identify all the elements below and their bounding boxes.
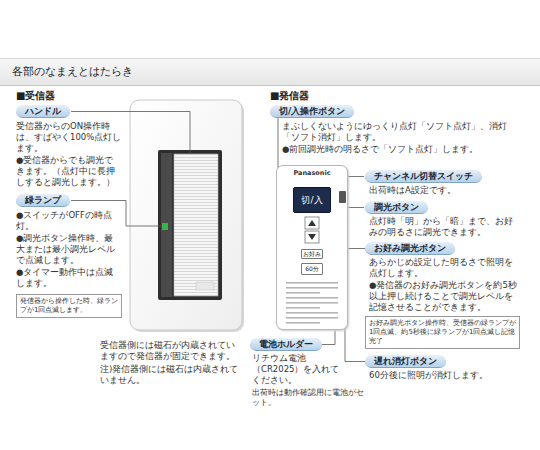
note-box: お好み調光ボタン操作時、受信器の緑ランプが1回点滅、約5秒後に緑ランプが1回点滅…	[365, 316, 520, 349]
handle-mark	[196, 282, 214, 290]
description-text: 60分後に照明が消灯します。	[369, 370, 520, 381]
node-text: チャンネル切替スイッチ	[374, 171, 473, 181]
description-text: リチウム電池（CR2025）を入れてください。	[252, 353, 340, 386]
description-text: ●前回調光時の明るさで「ソフト点灯」します。	[282, 144, 510, 155]
section-heading: ■受信器	[16, 90, 55, 101]
node-text: 切/入操作ボタン	[279, 106, 345, 116]
remote-transmitter: Panasonic 切/入お好み 60分	[276, 165, 348, 330]
receiver-plate	[130, 100, 242, 330]
section-heading: ■発信器	[270, 90, 309, 101]
description-text: 注)発信器側には磁石は内蔵されていません。	[100, 364, 240, 386]
on-off-button: 切/入	[293, 187, 331, 213]
rocker-side	[161, 153, 172, 297]
title: 各部のなまえとはたらき	[12, 65, 133, 79]
leader-connector	[322, 330, 335, 345]
callout-pill: チャンネル切替スイッチ	[365, 170, 482, 183]
node-text: 60分	[302, 264, 322, 274]
callout-pill: 電池ホルダー	[250, 338, 322, 351]
callout-pill: お好み調光ボタン	[365, 242, 455, 255]
description-text: ●スイッチがOFFの時点灯。	[16, 210, 122, 232]
node-text: 遅れ消灯ボタン	[374, 356, 437, 366]
node-text: お好み調光ボタン操作時、受信器の緑ランプが1回点滅、約5秒後に緑ランプが1回点滅…	[369, 319, 516, 345]
description-text: ●調光ボタン操作時、最大または最小調光レベルで点滅します。	[16, 233, 122, 266]
description-text: ●受信器からでも調光できます。（点灯中に長押しすると調光します。）	[16, 155, 122, 188]
node-text: 電池ホルダー	[259, 339, 313, 349]
callout-pill: 遅れ消灯ボタン	[365, 355, 446, 368]
brand-name: Panasonic	[277, 169, 347, 177]
callout-pill: 調光ボタン	[365, 201, 428, 214]
description-text: ●発信器のお好み調光ボタンを約5秒以上押し続けることで調光レベルを記憶させること…	[369, 280, 520, 313]
node-text: ハンドル	[25, 106, 61, 116]
note-box: 発信器から操作した時、緑ランプが1回点滅します。	[16, 294, 122, 318]
description-text: ●タイマー動作中は点滅します。	[16, 267, 122, 289]
description-text: まぶしくないようにゆっくり点灯「ソフト点灯」、消灯「ソフト消灯」します。	[282, 121, 510, 143]
description-text: あらかじめ設定した明るさで照明を点灯します。	[369, 257, 520, 279]
remote-button: お好み	[301, 249, 323, 259]
switch-frame	[158, 150, 222, 300]
description-text: 出荷時は動作確認用に電池がセット。	[252, 388, 364, 408]
node-text: お好み	[302, 250, 322, 258]
description-text: 受信器側には磁石が内蔵されていますので発信器が固定できます。	[100, 340, 240, 362]
description-text: 点灯時「明」から「暗」まで、お好みの明るさに調光できます。	[369, 216, 520, 238]
remote-button: 60分	[301, 263, 323, 275]
green-lamp	[162, 223, 168, 230]
node-text: 切/入	[294, 188, 330, 212]
handle	[174, 154, 218, 296]
header-band: 各部のなまえとはたらき	[0, 58, 540, 86]
callout-pill: ハンドル	[16, 105, 70, 118]
node-text: お好み調光ボタン	[374, 243, 446, 253]
description-text: 出荷時はA設定です。	[369, 185, 520, 196]
description-text: 受信器からのON操作時は、すばやく100%点灯します。	[16, 121, 122, 154]
callout-pill: 切/入操作ボタン	[270, 105, 354, 118]
node-text: 発信器から操作した時、緑ランプが1回点滅します。	[20, 297, 118, 314]
node-text: 調光ボタン	[374, 202, 419, 212]
callout-pill: 緑ランプ	[16, 194, 70, 207]
node-text: 緑ランプ	[25, 195, 61, 205]
